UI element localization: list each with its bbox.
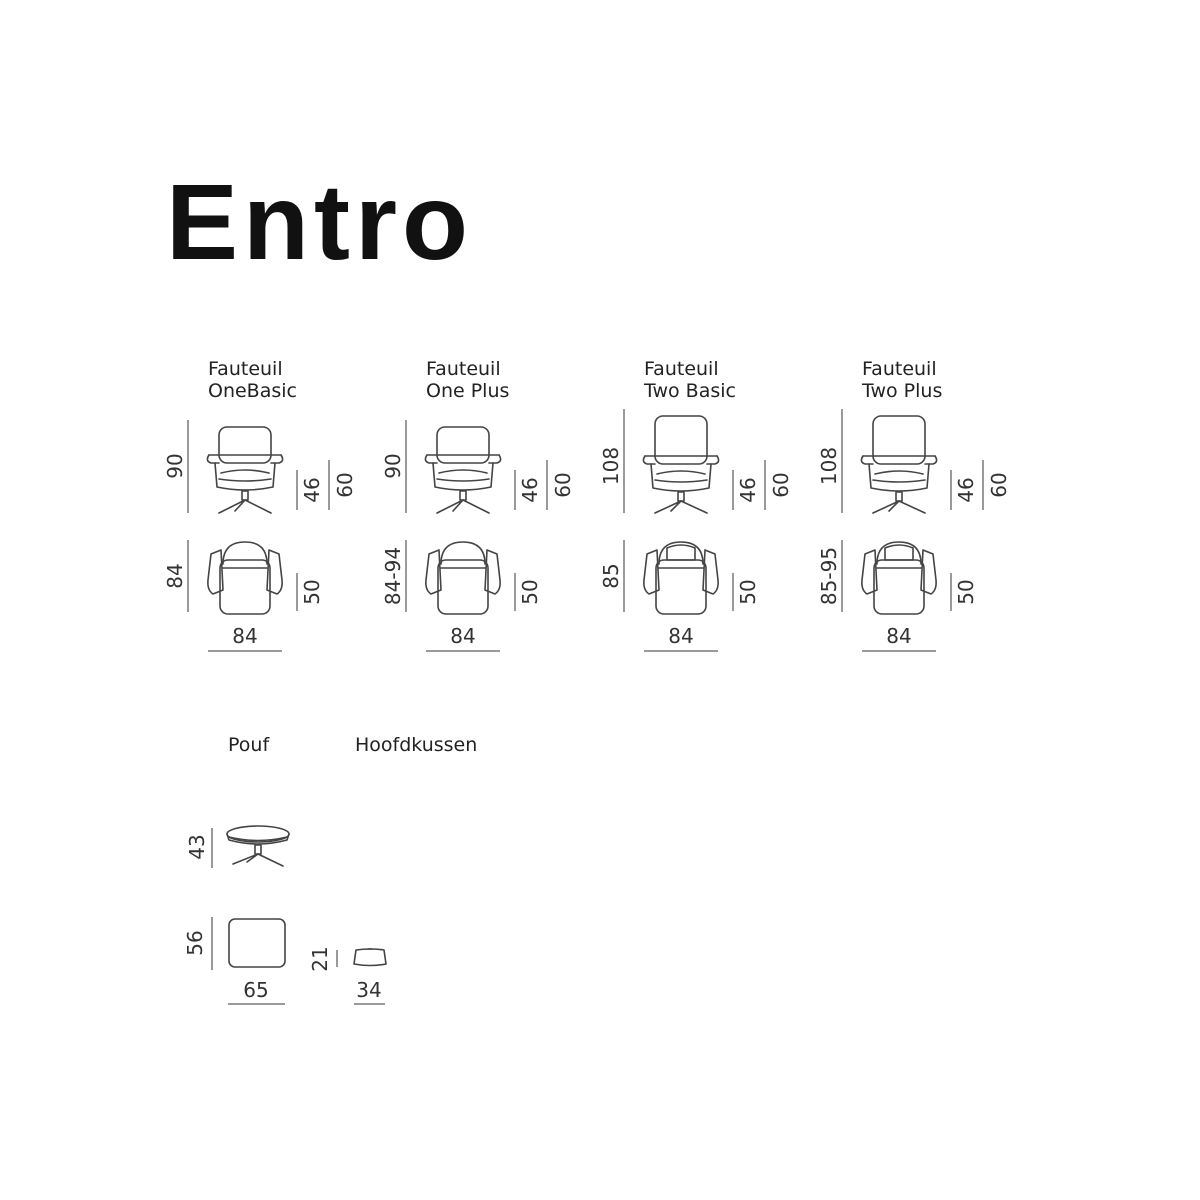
- width-value: 84: [668, 624, 694, 648]
- chair-top-drawing: [643, 541, 719, 615]
- seat-depth-line: [514, 573, 516, 611]
- headrest-label: Hoofdkussen: [355, 734, 478, 756]
- depth-line: [187, 540, 189, 612]
- pouf-top-drawing: [228, 918, 286, 968]
- height-value: 90: [381, 453, 405, 479]
- height-value: 108: [599, 446, 623, 486]
- pouf-label: Pouf: [228, 734, 270, 756]
- seat-depth-value: 50: [954, 579, 978, 605]
- page-title: Entro: [166, 161, 473, 282]
- model-name-line1: Fauteuil: [208, 358, 283, 380]
- height-line: [841, 409, 843, 513]
- arm-height-line: [764, 460, 766, 510]
- seat-height-value: 46: [300, 477, 324, 503]
- model-name-line1: Fauteuil: [862, 358, 937, 380]
- seat-height-value: 46: [954, 477, 978, 503]
- model-name-line2: Two Plus: [862, 380, 943, 402]
- seat-depth-line: [950, 573, 952, 611]
- chair-top-drawing: [425, 541, 501, 615]
- arm-height-value: 60: [769, 472, 793, 498]
- arm-height-value: 60: [987, 472, 1011, 498]
- width-value: 84: [450, 624, 476, 648]
- seat-depth-line: [296, 573, 298, 611]
- height-value: 108: [817, 446, 841, 486]
- seat-height-line: [950, 470, 952, 510]
- seat-height-value: 46: [736, 477, 760, 503]
- chair-top-drawing: [207, 541, 283, 615]
- chair-side-drawing: [860, 415, 938, 514]
- pouf-side-drawing: [226, 825, 290, 867]
- headrest-height-line: [336, 950, 338, 967]
- chair-side-drawing: [424, 426, 502, 514]
- height-line: [623, 409, 625, 513]
- arm-height-line: [982, 460, 984, 510]
- width-line: [644, 650, 718, 652]
- headrest-width-value: 34: [356, 978, 382, 1002]
- headrest-height-value: 21: [308, 946, 332, 972]
- model-name-line1: Fauteuil: [644, 358, 719, 380]
- seat-height-line: [732, 470, 734, 510]
- pouf-depth-line: [211, 917, 213, 970]
- pouf-depth-value: 56: [183, 930, 207, 956]
- headrest-width-line: [354, 1003, 385, 1005]
- chair-top-drawing: [861, 541, 937, 615]
- pouf-width-value: 65: [243, 978, 269, 1002]
- width-value: 84: [886, 624, 912, 648]
- depth-value: 84: [163, 563, 187, 589]
- seat-height-line: [514, 470, 516, 510]
- seat-depth-value: 50: [736, 579, 760, 605]
- chair-side-drawing: [642, 415, 720, 514]
- model-name-line2: OneBasic: [208, 380, 297, 402]
- seat-depth-value: 50: [518, 579, 542, 605]
- model-name-line2: Two Basic: [644, 380, 736, 402]
- arm-height-value: 60: [333, 472, 357, 498]
- depth-value: 85-95: [817, 546, 841, 606]
- pouf-width-line: [228, 1003, 285, 1005]
- width-value: 84: [232, 624, 258, 648]
- height-line: [187, 420, 189, 513]
- depth-line: [841, 540, 843, 612]
- seat-depth-value: 50: [300, 579, 324, 605]
- chair-side-drawing: [206, 426, 284, 514]
- width-line: [208, 650, 282, 652]
- depth-line: [623, 540, 625, 612]
- depth-line: [405, 540, 407, 612]
- seat-depth-line: [732, 573, 734, 611]
- arm-height-line: [546, 460, 548, 510]
- headrest-drawing: [353, 948, 387, 967]
- seat-height-line: [296, 470, 298, 510]
- width-line: [426, 650, 500, 652]
- model-name-line2: One Plus: [426, 380, 510, 402]
- height-value: 90: [163, 453, 187, 479]
- depth-value: 84-94: [381, 546, 405, 606]
- pouf-height-line: [211, 828, 213, 868]
- arm-height-value: 60: [551, 472, 575, 498]
- pouf-height-value: 43: [185, 834, 209, 860]
- model-name-line1: Fauteuil: [426, 358, 501, 380]
- arm-height-line: [328, 460, 330, 510]
- depth-value: 85: [599, 563, 623, 589]
- height-line: [405, 420, 407, 513]
- seat-height-value: 46: [518, 477, 542, 503]
- width-line: [862, 650, 936, 652]
